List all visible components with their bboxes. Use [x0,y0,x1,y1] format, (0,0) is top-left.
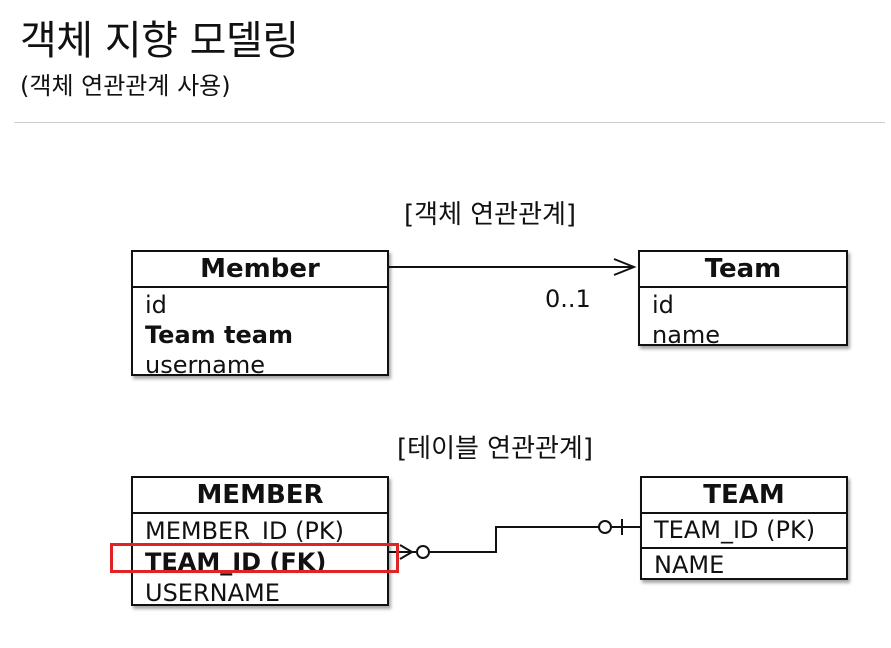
zero-optional-circle-icon [416,545,430,559]
member-field-id: id [145,291,167,319]
member-column-pk: MEMBER_ID (PK) [145,517,345,545]
arrowhead-icon [613,258,637,276]
zero-optional-circle-team-icon [598,520,612,534]
crowfoot-many-icon [399,544,414,560]
page-subtitle: (객체 연관관계 사용) [20,72,231,100]
member-class-name: Member [133,252,387,288]
team-class-name: Team [640,252,846,288]
object-section-label: [객체 연관관계] [404,200,577,230]
relationship-connector-line [429,526,599,553]
team-column-pk: TEAM_ID (PK) [654,516,816,544]
table-section-label: [테이블 연관관계] [397,434,593,464]
team-field-name: name [652,321,721,349]
team-field-id: id [652,291,674,319]
member-field-team: Team team [145,321,293,349]
member-column-username: USERNAME [145,579,280,607]
team-class-box: Team id name [638,250,848,349]
title-divider [14,122,885,123]
member-class-box: Member id Team team username [131,250,389,379]
member-table-box: MEMBER MEMBER_ID (PK) TEAM_ID (FK) USERN… [131,476,389,607]
member-table-name: MEMBER [133,478,387,514]
page-title: 객체 지향 모델링 [20,18,299,64]
multiplicity-label: 0..1 [545,285,591,313]
member-field-username: username [145,351,265,379]
team-column-name: NAME [654,551,725,579]
fk-highlight-box [110,543,399,573]
team-table-box: TEAM TEAM_ID (PK) NAME [640,476,848,580]
team-table-name: TEAM [642,478,846,514]
